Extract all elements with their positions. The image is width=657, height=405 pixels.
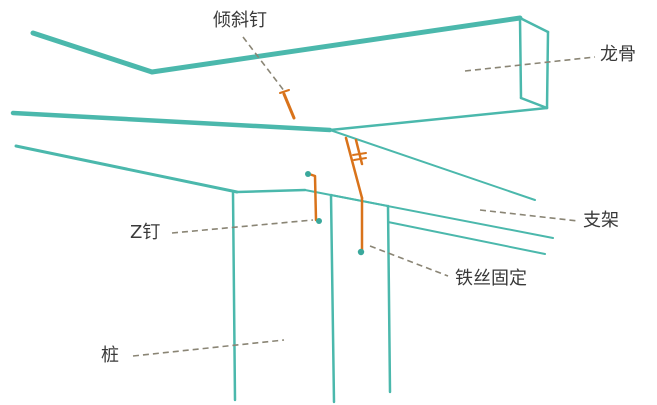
pile-post (231, 191, 392, 404)
label-z-nail: Z钉 (130, 222, 161, 243)
label-pile: 桩 (101, 345, 119, 366)
label-inclined-nail: 倾斜钉 (213, 10, 267, 31)
keel-beam (30, 15, 550, 132)
leader-lines (132, 36, 596, 357)
label-bracket: 支架 (583, 210, 619, 231)
label-wire-fix: 铁丝固定 (455, 268, 527, 289)
bracket-beam (10, 110, 554, 255)
inclined-nail (279, 89, 296, 120)
wire-fixing (344, 136, 367, 256)
z-nail (305, 171, 322, 224)
label-keel: 龙骨 (600, 44, 636, 65)
